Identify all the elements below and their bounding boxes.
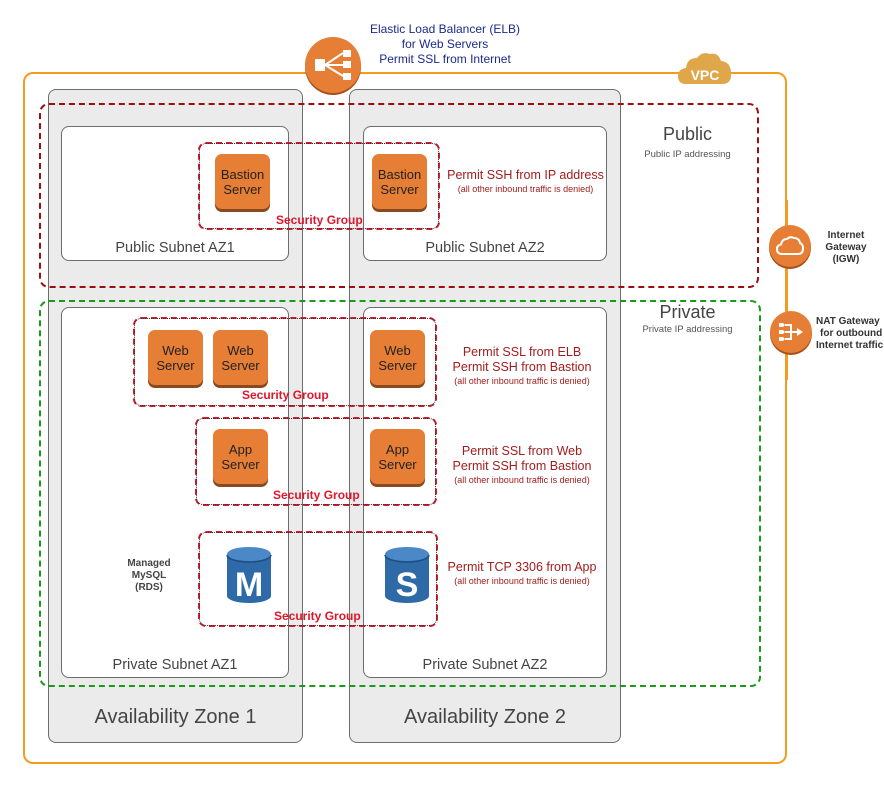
rds-standby-letter: S [396, 566, 419, 604]
public-zone-subtitle: Public IP addressing [644, 149, 731, 160]
rds-standby-db-icon: S [384, 547, 430, 604]
vpc-boundary [23, 72, 787, 764]
load-balancer-icon [315, 50, 351, 80]
db-security-group [198, 531, 438, 627]
availability-zone-1-label: Availability Zone 1 [94, 706, 257, 728]
rds-master-letter: M [235, 566, 263, 604]
nat-arrows-icon [779, 323, 803, 341]
public-subnet-az2-label: Public Subnet AZ2 [425, 240, 545, 256]
app-rule: Permit SSL from Web Permit SSH from Bast… [452, 444, 592, 485]
bastion-security-group [198, 142, 440, 230]
public-subnet-az1-label: Public Subnet AZ1 [115, 240, 235, 256]
private-zone-subtitle: Private IP addressing [642, 324, 733, 335]
public-zone-title: Public [662, 124, 713, 144]
db-rule: Permit TCP 3306 from App (all other inbo… [447, 560, 597, 586]
nat-gateway-icon[interactable] [770, 311, 812, 353]
vpc-cloud-icon: VPC [678, 53, 732, 84]
availability-zone-2-label: Availability Zone 2 [404, 706, 566, 728]
app-security-group-label: Security Group [273, 488, 360, 502]
bastion-security-group-label: Security Group [276, 213, 363, 227]
db-security-group-label: Security Group [274, 609, 361, 623]
bastion-rule: Permit SSH from IP address (all other in… [447, 168, 604, 194]
private-zone-title: Private [659, 302, 716, 322]
internet-gateway-label: Internet Gateway (IGW) [825, 230, 867, 265]
private-zone-boundary [39, 300, 761, 687]
internet-gateway-icon[interactable] [769, 225, 811, 267]
public-zone-boundary [39, 103, 759, 288]
web-rule: Permit SSL from ELB Permit SSH from Bast… [452, 345, 592, 386]
nat-gateway-label: NAT Gateway for outbound Internet traffi… [816, 316, 884, 351]
private-subnet-az2-label: Private Subnet AZ2 [422, 657, 548, 673]
rds-master-db-icon: M [226, 547, 272, 604]
cloud-icon [776, 236, 804, 255]
elb-icon[interactable] [305, 37, 361, 93]
private-subnet-az1-label: Private Subnet AZ1 [112, 657, 238, 673]
rds-label: Managed MySQL (RDS) [127, 558, 171, 593]
gateway-connector-line [786, 200, 788, 380]
vpc-label: VPC [691, 67, 720, 83]
app-security-group [195, 417, 437, 506]
web-security-group-label: Security Group [242, 388, 329, 402]
web-security-group [133, 317, 437, 407]
elb-description: Elastic Load Balancer (ELB) for Web Serv… [369, 22, 521, 66]
